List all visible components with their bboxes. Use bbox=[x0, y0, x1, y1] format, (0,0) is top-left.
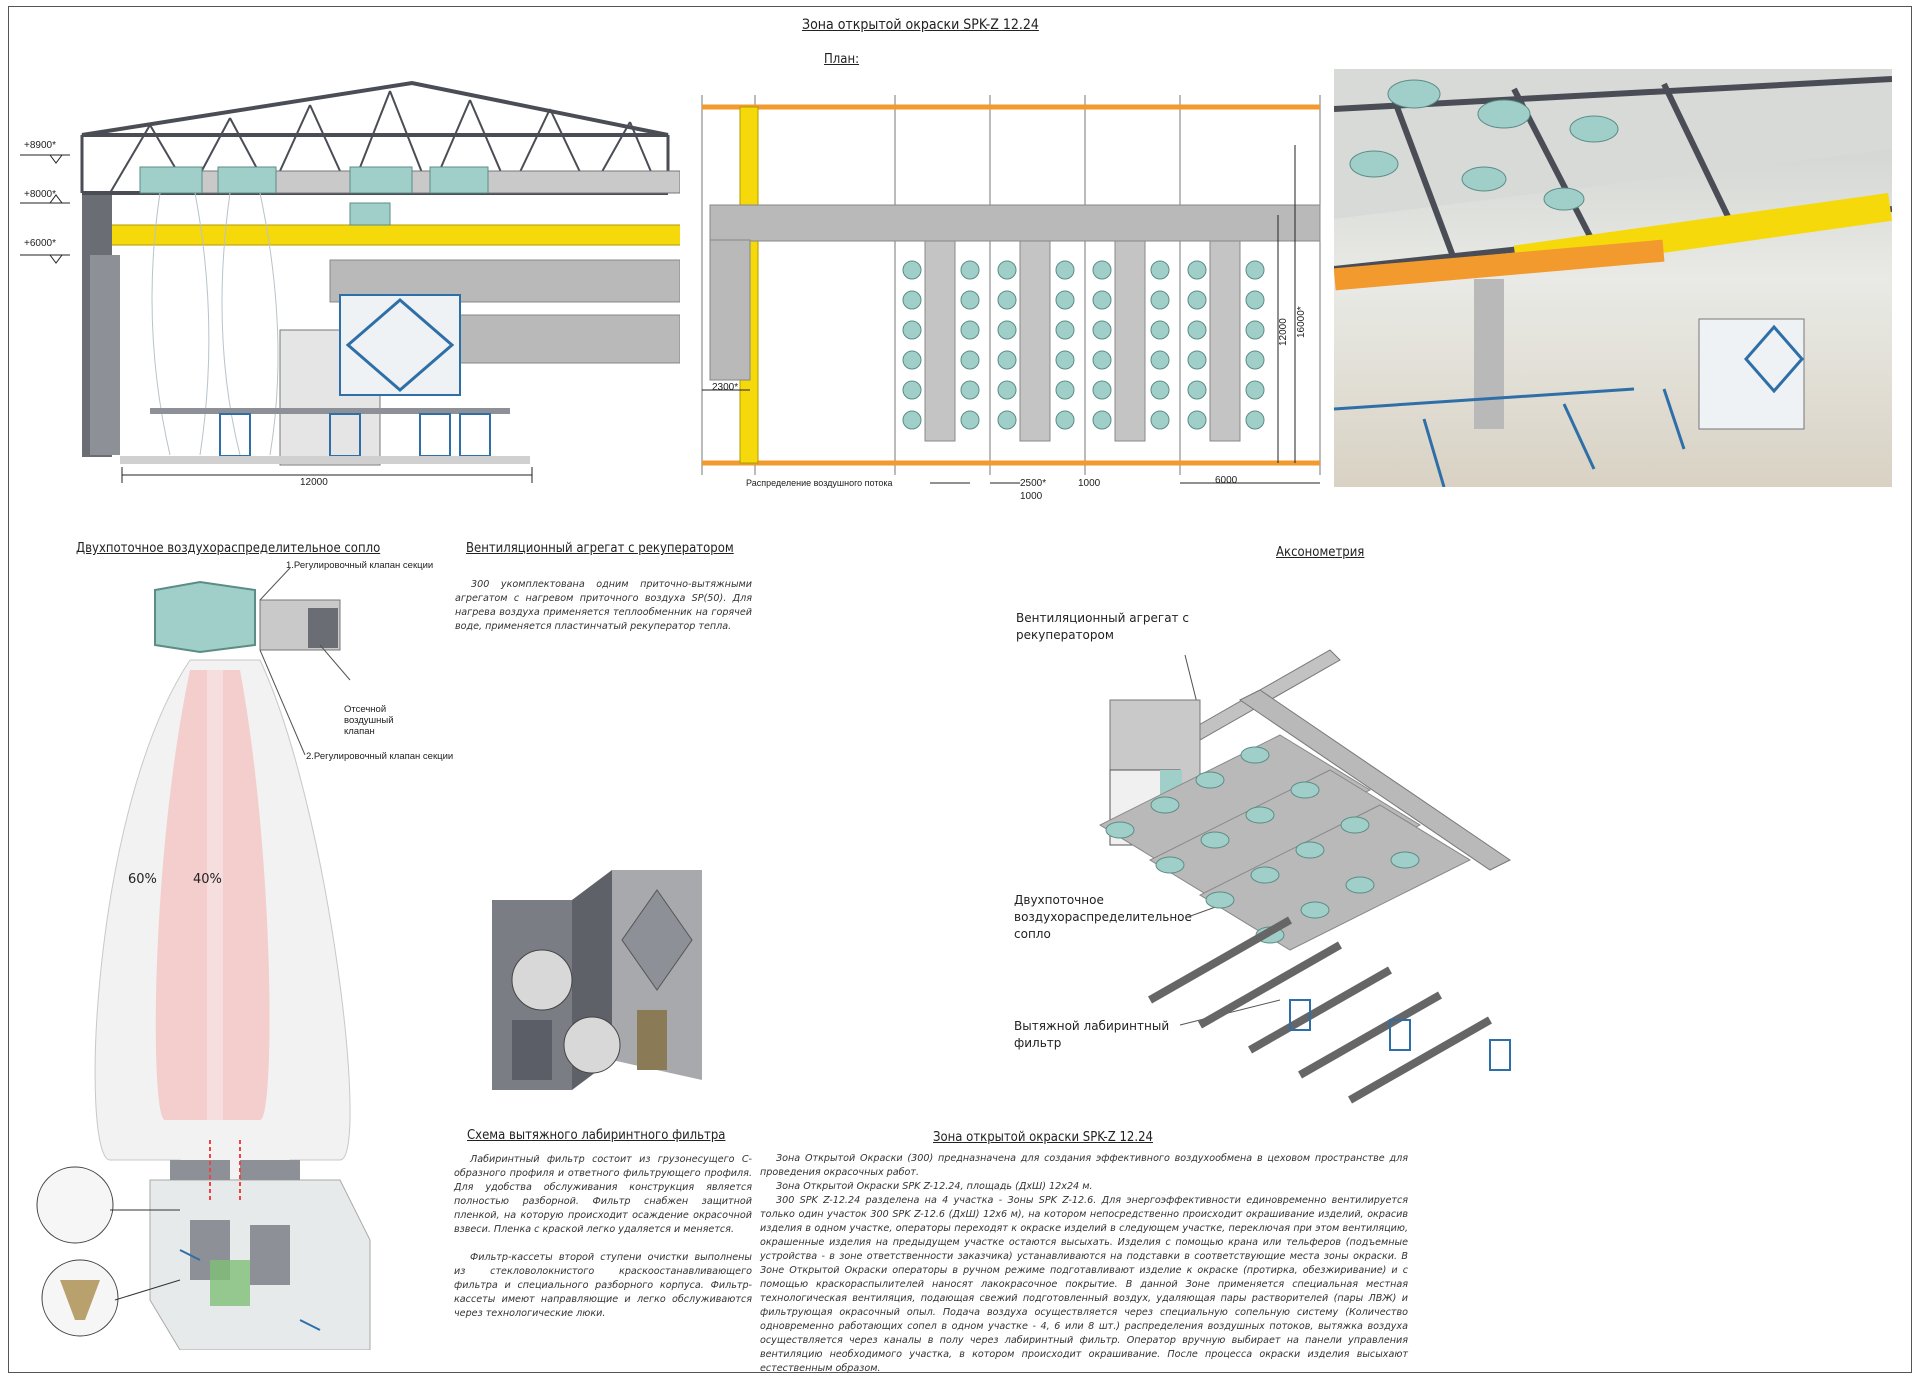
level-6000: +6000* bbox=[24, 238, 56, 249]
red-flow-arrows bbox=[209, 1140, 241, 1200]
recuperator-diamond bbox=[621, 889, 693, 991]
plan-dim-right: 6000 bbox=[1215, 475, 1238, 486]
vent-title: Вентиляционный агрегат с рекуператором bbox=[466, 541, 734, 556]
sheet-title: Зона открытой окраски SPK-Z 12.24 bbox=[802, 17, 1039, 33]
side-elevation-drawing bbox=[20, 80, 680, 483]
nozzle-title: Двухпоточное воздухораспределительное со… bbox=[76, 541, 381, 556]
plan-drawing bbox=[701, 95, 1321, 484]
plan-dim-height1: 12000 bbox=[1278, 318, 1289, 346]
plan-title: План: bbox=[824, 52, 860, 67]
vent-fan-upper bbox=[511, 949, 573, 1011]
axo-label-vent: Вентиляционный агрегат с рекуператором bbox=[1016, 611, 1189, 642]
nozzle-label-1: 1.Регулировочный клапан секции bbox=[286, 560, 434, 571]
floor bbox=[120, 456, 530, 464]
zone-text: Зона Открытой Окраски (300) предназначен… bbox=[760, 1152, 1408, 1376]
riser-duct bbox=[709, 239, 751, 381]
level-8000: +8000* bbox=[24, 189, 56, 200]
axo-title: Аксонометрия bbox=[1276, 545, 1365, 560]
branch-ducts bbox=[924, 240, 1241, 442]
plan-dim-step: 2500* bbox=[1020, 478, 1047, 489]
vent-unit-render bbox=[492, 870, 702, 1090]
plan-dim-height2: 16000* bbox=[1296, 306, 1307, 338]
work-table bbox=[150, 408, 510, 414]
zone-title: Зона открытой окраски SPK-Z 12.24 bbox=[933, 1130, 1153, 1145]
axo-label-nozzle: Двухпоточное воздухораспределительное со… bbox=[1014, 893, 1192, 941]
filter-paragraph-2: Фильтр-кассеты второй ступени очистки вы… bbox=[454, 1252, 752, 1319]
axonometry-drawing bbox=[1098, 649, 1511, 1104]
filter-text: Лабиринтный фильтр состоит из грузонесущ… bbox=[454, 1153, 752, 1321]
filter-title: Схема вытяжного лабиринтного фильтра bbox=[467, 1128, 726, 1143]
render-nozzles bbox=[1349, 79, 1619, 211]
plan-dim-gap2: 1000 bbox=[1078, 478, 1101, 489]
split-60: 60% bbox=[128, 872, 157, 887]
hopper-shape bbox=[60, 1280, 100, 1320]
shutoff-damper bbox=[308, 608, 338, 648]
filter-media bbox=[210, 1260, 250, 1306]
axo-main-duct bbox=[1239, 689, 1511, 871]
plan-dim-gap1: 1000 bbox=[1020, 491, 1043, 502]
nozzle-label-3: 2.Регулировочный клапан секции bbox=[306, 751, 454, 762]
roof-truss bbox=[81, 80, 669, 137]
axo-nozzles bbox=[1105, 746, 1420, 944]
plan-dim-lines bbox=[702, 145, 1320, 484]
render-vent-unit bbox=[1698, 318, 1805, 430]
plan-dim-left: 2300* bbox=[712, 382, 739, 393]
blue-flow-arrows bbox=[179, 1249, 321, 1331]
inner-airflow-cone bbox=[155, 670, 270, 1120]
plan-nozzles bbox=[902, 260, 1265, 430]
main-duct bbox=[709, 204, 1321, 242]
crane-beam bbox=[101, 224, 680, 246]
render-tables bbox=[1334, 387, 1686, 487]
nozzles-row bbox=[139, 166, 489, 194]
vent-paragraph: 300 укомплектована одним приточно-вытяжн… bbox=[455, 579, 752, 632]
drawing-sheet bbox=[8, 6, 1912, 1373]
axo-floor-filters bbox=[1148, 916, 1492, 1104]
airflow-curtain bbox=[151, 192, 279, 456]
nozzle-body bbox=[154, 580, 256, 654]
axo-stands bbox=[1289, 999, 1511, 1071]
level-8900: +8900* bbox=[24, 140, 56, 151]
recuperator bbox=[339, 294, 461, 396]
nozzle-diagram bbox=[36, 567, 371, 1350]
heater-coil bbox=[637, 1010, 667, 1070]
nozzle-leaders bbox=[259, 567, 351, 756]
split-40: 40% bbox=[193, 872, 222, 887]
axo-label-filter: Вытяжной лабиринтный фильтр bbox=[1014, 1019, 1170, 1050]
render-riser bbox=[1474, 279, 1504, 429]
vent-text: 300 укомплектована одним приточно-вытяжн… bbox=[455, 578, 752, 634]
vent-fan-lower bbox=[563, 1016, 621, 1074]
plan-caption: Распределение воздушного потока bbox=[746, 478, 893, 488]
workshop-render bbox=[1334, 69, 1892, 487]
elevation-width-dim: 12000 bbox=[300, 477, 328, 488]
detail-circle-profile bbox=[36, 1166, 114, 1244]
nozzle-label-2: Отсечной воздушный клапан bbox=[344, 704, 394, 737]
zone-paragraph-2: Зона Открытой Окраски SPK Z-12.24, площа… bbox=[776, 1181, 1093, 1192]
zone-paragraph-3: 300 SPK Z-12.24 разделена на 4 участка -… bbox=[760, 1195, 1408, 1374]
filter-paragraph-1: Лабиринтный фильтр состоит из грузонесущ… bbox=[454, 1154, 752, 1235]
zone-paragraph-1: Зона Открытой Окраски (300) предназначен… bbox=[760, 1153, 1408, 1178]
axo-branches bbox=[1098, 734, 1472, 951]
crane-trolley bbox=[349, 202, 391, 226]
level-markers bbox=[20, 154, 70, 264]
